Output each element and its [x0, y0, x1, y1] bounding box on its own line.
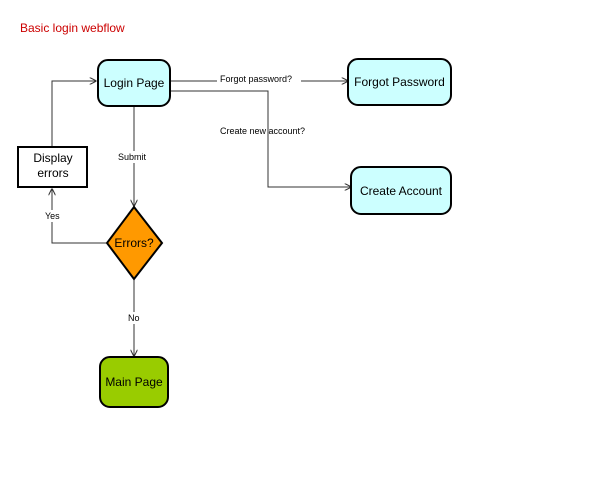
- node-forgot-password: Forgot Password: [347, 58, 452, 106]
- edge-label-create-account: Create new account?: [220, 126, 305, 136]
- forgot-password-label: Forgot Password: [354, 75, 445, 89]
- diagram-title: Basic login webflow: [20, 21, 125, 35]
- main-page-label: Main Page: [105, 375, 163, 389]
- node-login-page: Login Page: [97, 59, 171, 107]
- edge-label-yes: Yes: [45, 211, 60, 221]
- edge-label-bg: [217, 73, 301, 85]
- create-account-label: Create Account: [360, 184, 443, 198]
- node-display-errors: Display errors: [17, 146, 88, 188]
- login-page-label: Login Page: [104, 76, 165, 90]
- edge-label-forgot-password: Forgot password?: [220, 74, 292, 84]
- edge-create-account: [170, 90, 351, 187]
- display-errors-label-line2: errors: [37, 166, 68, 180]
- edge-label-bg: [127, 312, 143, 324]
- display-errors-label-line1: Display: [33, 151, 72, 165]
- edge-label-bg: [43, 210, 63, 222]
- errors-decision-label: Errors?: [114, 236, 154, 250]
- edge-label-no: No: [128, 313, 140, 323]
- edge-display-to-login: [51, 81, 96, 147]
- edge-label-bg: [116, 151, 154, 163]
- node-errors-decision: Errors?: [105, 205, 164, 281]
- edges: [52, 81, 351, 356]
- node-main-page: Main Page: [99, 356, 169, 408]
- edge-yes: [52, 189, 107, 244]
- edge-label-submit: Submit: [118, 152, 147, 162]
- node-create-account: Create Account: [350, 166, 452, 215]
- edge-labels: Forgot password? Create new account? Sub…: [43, 73, 305, 324]
